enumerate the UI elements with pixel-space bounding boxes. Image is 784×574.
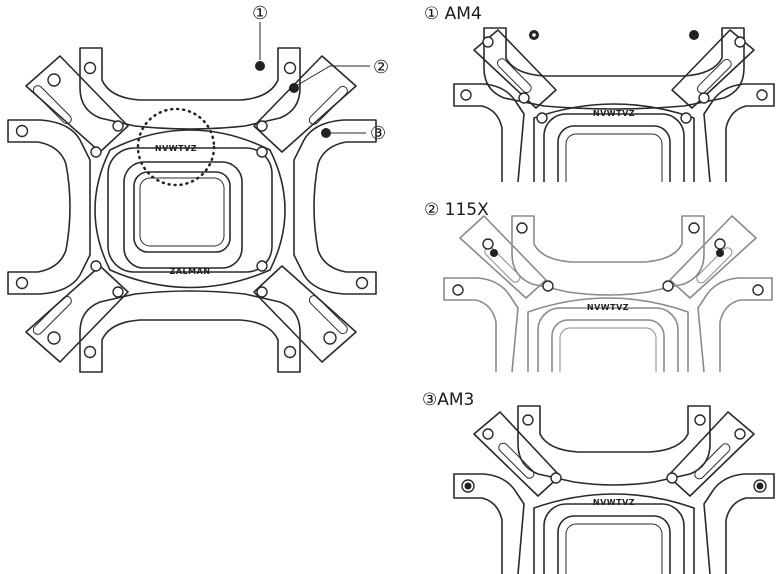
variant-am3-logo: NVWTVZ (593, 498, 635, 507)
variant-115x-logo: NVWTVZ (587, 303, 629, 312)
main-bracket-diagram: NVWTVZ ZALMAN (7, 22, 377, 373)
variant-am4-diagram: NVWTVZ (453, 27, 775, 182)
am3-pin (321, 128, 331, 138)
top-logo: NVWTVZ (155, 144, 197, 153)
variant-am4-logo: NVWTVZ (593, 109, 635, 118)
variant-115x-diagram: NVWTVZ (443, 215, 773, 372)
mount-holes (15, 61, 369, 359)
callout-1: ① (252, 3, 269, 24)
callout-2: ② (373, 57, 390, 78)
bracket-body (7, 47, 377, 373)
logo-highlight-circle (136, 107, 216, 187)
variant-am4-label: ① AM4 (424, 4, 482, 24)
bottom-logo: ZALMAN (170, 267, 211, 276)
variant-am3-diagram: NVWTVZ (453, 405, 775, 574)
115x-pin (289, 83, 299, 93)
callout-3: ③ (370, 123, 387, 144)
variant-am3-label: ③AM3 (422, 390, 475, 410)
variant-115x-label: ② 115X (424, 200, 489, 220)
am4-pin (255, 61, 265, 71)
